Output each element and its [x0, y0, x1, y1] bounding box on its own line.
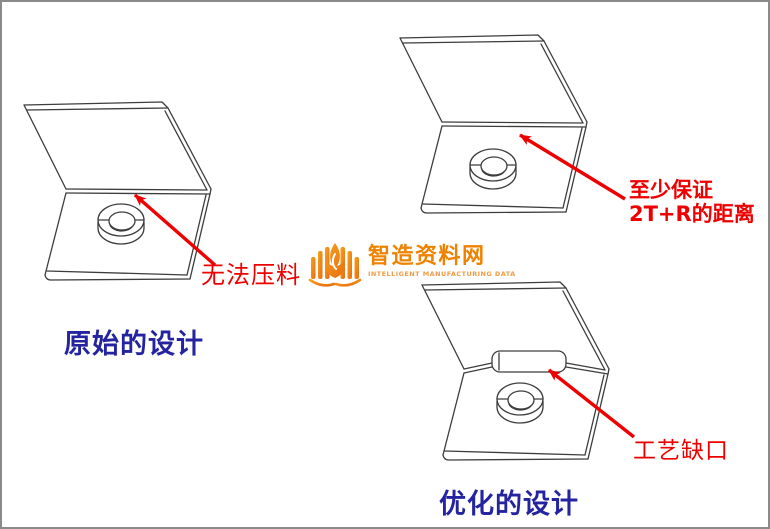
caption-optimized-design: 优化的设计 [439, 489, 579, 520]
bracket-flange [23, 101, 212, 195]
annotation-distance-line2: 2T+R的距离 [629, 202, 755, 226]
bracket-base [44, 192, 211, 281]
bracket-flange [399, 34, 588, 128]
annotation-no-press: 无法压料 [201, 261, 301, 289]
watermark-subtitle: INTELLIGENT MANUFACTURING DATA [368, 270, 516, 278]
bracket-base [420, 125, 587, 214]
bracket-flange [421, 281, 610, 375]
bracket-base [442, 366, 609, 461]
caption-original-design: 原始的设计 [64, 329, 204, 360]
distance-design-drawing [399, 34, 588, 214]
annotation-distance: 至少保证 2T+R的距离 [629, 178, 755, 226]
watermark-title: 智造资料网 [368, 244, 486, 269]
original-design-drawing [23, 101, 212, 281]
watermark: 智造资料网 INTELLIGENT MANUFACTURING DATA [308, 241, 516, 289]
annotation-distance-line1: 至少保证 [629, 178, 713, 202]
annotation-notch: 工艺缺口 [633, 438, 729, 464]
countersink-boss [469, 148, 517, 190]
countersink-boss [496, 382, 544, 424]
optimized-design-drawing [421, 281, 610, 461]
countersink-boss [97, 203, 145, 245]
open-book-flame-icon [308, 243, 362, 287]
process-notch [491, 350, 567, 373]
